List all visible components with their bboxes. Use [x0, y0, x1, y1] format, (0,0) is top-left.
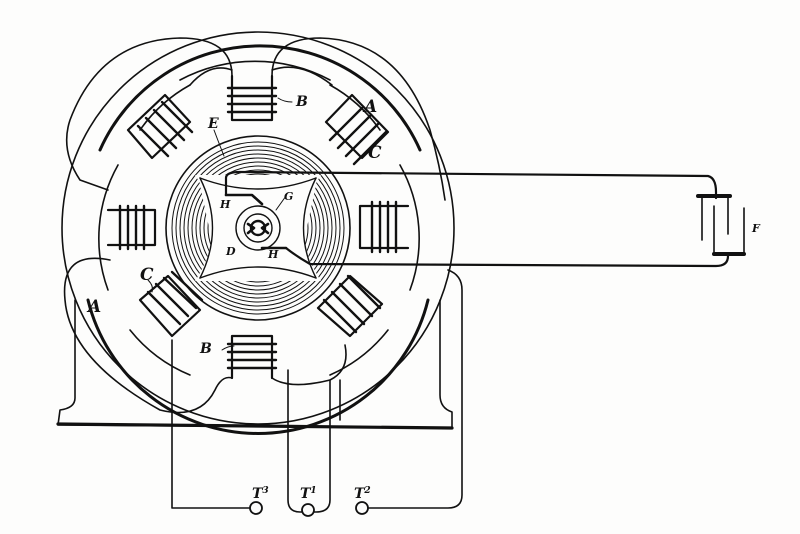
label-e: E	[207, 116, 219, 132]
label-b-lower: B	[199, 341, 212, 357]
label-f: F	[751, 222, 761, 235]
coils	[118, 86, 398, 370]
label-leaders	[147, 97, 293, 351]
armature	[165, 135, 351, 321]
label-a-upper: A	[362, 97, 377, 117]
label-h-lower: H	[267, 248, 279, 261]
label-t3: T3	[252, 486, 269, 502]
terminals[interactable]	[249, 501, 369, 517]
condenser-circuit	[224, 170, 730, 268]
condenser[interactable]	[696, 194, 746, 256]
label-b-upper: B	[295, 94, 308, 110]
brushes	[224, 193, 288, 250]
label-g: G	[284, 190, 293, 203]
labels: B A C E G H D H C A B F T3 T1 T2	[86, 94, 761, 502]
terminal-t2	[355, 501, 369, 515]
commutator	[235, 205, 281, 251]
label-a-lower: A	[86, 297, 101, 317]
terminal-t1	[301, 503, 315, 517]
label-t1: T1	[300, 486, 317, 502]
label-c-upper: C	[368, 143, 382, 163]
field-wiring	[63, 37, 446, 414]
label-t2: T2	[354, 486, 371, 502]
frame	[56, 31, 455, 435]
label-h-upper: H	[219, 198, 231, 211]
field-poles	[106, 74, 410, 380]
label-d: D	[225, 245, 236, 258]
terminal-t3	[249, 501, 263, 515]
label-c-lower: C	[140, 265, 154, 285]
terminal-leads	[171, 269, 463, 513]
